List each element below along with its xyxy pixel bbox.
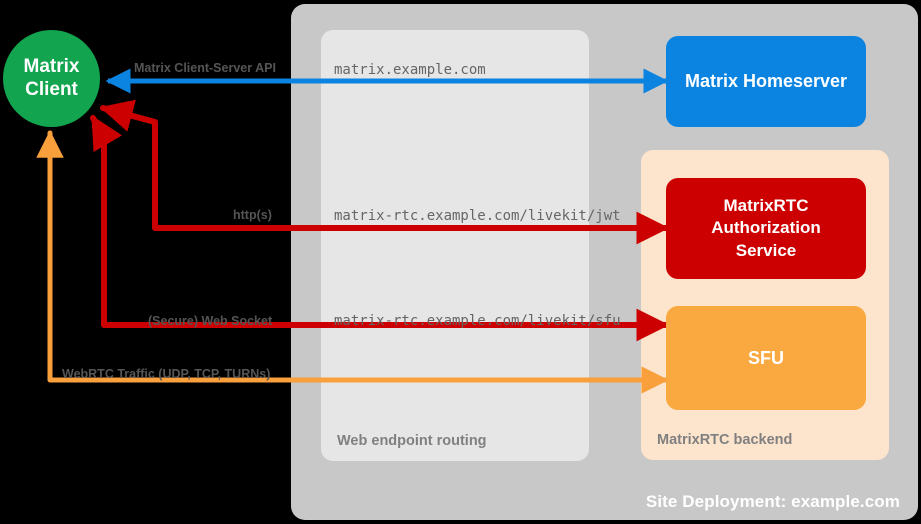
- node-matrix-homeserver-label: Matrix Homeserver: [684, 71, 848, 91]
- label-client-server-api: Matrix Client-Server API: [134, 61, 276, 75]
- web-endpoint-routing-label: Web endpoint routing: [337, 433, 487, 449]
- label-https: http(s): [233, 208, 272, 222]
- label-webrtc-traffic: WebRTC Traffic (UDP, TCP, TURNs): [62, 367, 271, 381]
- node-sfu-label: SFU: [748, 347, 784, 368]
- wire-webrtc-traffic: [36, 130, 669, 394]
- matrixrtc-backend-label: MatrixRTC backend: [657, 432, 793, 448]
- node-matrix-homeserver[interactable]: Matrix Homeserver: [666, 36, 866, 127]
- endpoint-matrix: matrix.example.com: [334, 62, 486, 78]
- endpoint-jwt: matrix-rtc.example.com/livekit/jwt: [334, 208, 621, 224]
- endpoint-sfu: matrix-rtc.example.com/livekit/sfu: [334, 313, 621, 329]
- site-deployment-label: Site Deployment: example.com: [645, 492, 900, 511]
- node-sfu[interactable]: SFU: [666, 306, 866, 410]
- label-websocket: (Secure) Web Socket: [148, 314, 273, 328]
